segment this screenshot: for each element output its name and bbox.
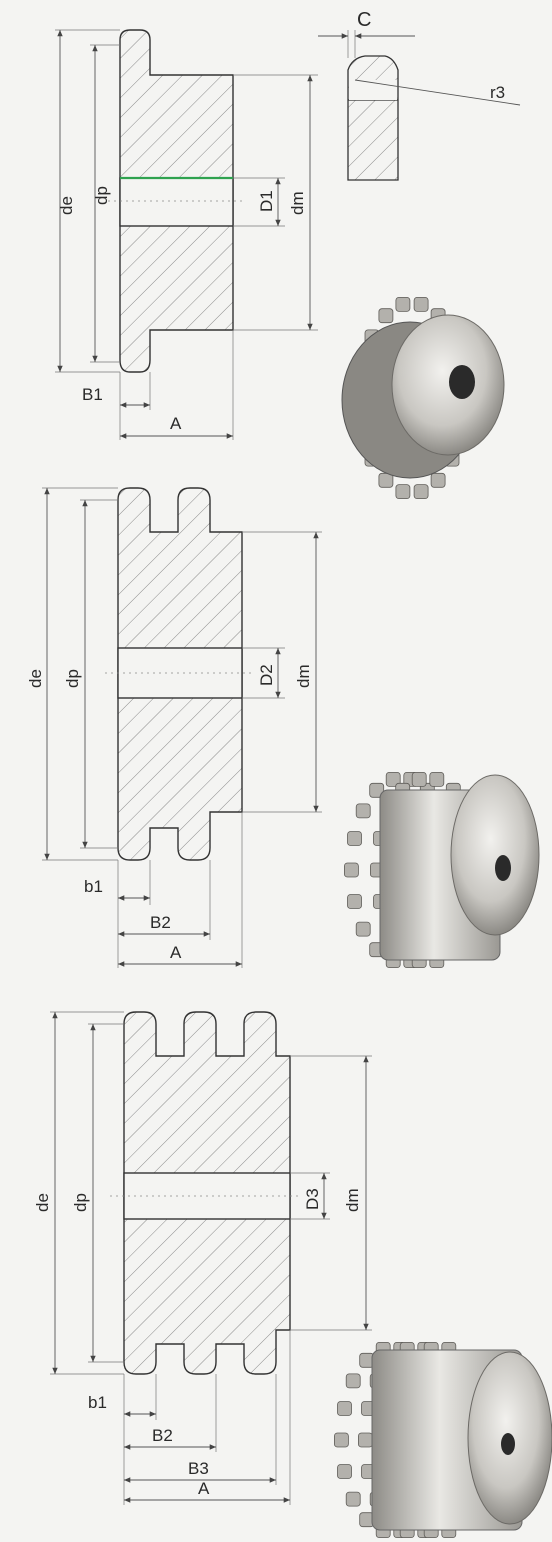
label-b1: b1 (88, 1393, 107, 1412)
gear-tooth (369, 782, 385, 798)
gear-tooth (385, 772, 401, 787)
gear-tooth (395, 296, 411, 312)
single-sprocket-photo (341, 296, 505, 500)
label-a: A (170, 943, 182, 962)
double-sprocket-section: de dp D2 dm b1 B2 A (26, 487, 322, 968)
gear-tooth (395, 484, 411, 500)
gear-tooth (357, 1432, 373, 1448)
gear-tooth (429, 772, 445, 787)
gear-tooth (355, 803, 371, 819)
gear-tooth (413, 484, 429, 500)
label-a: A (170, 414, 182, 433)
label-de: de (26, 669, 45, 688)
gear-tooth (347, 831, 362, 846)
label-b3: B3 (188, 1459, 209, 1478)
label-b1: B1 (82, 385, 103, 404)
gear-tooth (378, 308, 394, 324)
label-b1: b1 (84, 877, 103, 896)
label-de: de (33, 1193, 52, 1212)
gear-tooth (378, 472, 394, 488)
label-d2: D2 (257, 664, 276, 686)
label-d1: D1 (257, 190, 276, 212)
label-dp: dp (92, 186, 111, 205)
label-de: de (57, 196, 76, 215)
label-dm: dm (294, 664, 313, 688)
gear-tooth (337, 1401, 352, 1416)
single-sprocket-section: de dp D1 dm B1 A (55, 29, 318, 440)
gear-tooth (413, 296, 429, 312)
triple-sprocket-section: de dp D3 dm b1 B2 B3 A (33, 1011, 372, 1505)
label-dp: dp (71, 1193, 90, 1212)
double-sprocket-photo (343, 772, 540, 968)
tooth-profile-detail: C r3 (318, 9, 521, 181)
gear-tooth (355, 921, 371, 937)
gear-tooth (337, 1464, 352, 1479)
gear-tooth (333, 1432, 349, 1448)
gear-tooth (430, 472, 446, 488)
gear-tooth (347, 894, 362, 909)
label-dp: dp (63, 669, 82, 688)
label-a: A (198, 1479, 210, 1498)
label-dm: dm (343, 1188, 362, 1212)
gear-tooth (411, 772, 427, 787)
triple-sprocket-photo (333, 1342, 552, 1538)
label-b2: B2 (152, 1426, 173, 1445)
gear-tooth (345, 1491, 361, 1507)
label-dm: dm (288, 191, 307, 215)
gear-tooth (345, 1373, 361, 1389)
label-d3: D3 (303, 1188, 322, 1210)
label-r3: r3 (490, 83, 505, 102)
label-b2: B2 (150, 913, 171, 932)
label-c: C (357, 9, 371, 31)
gear-tooth (343, 862, 359, 878)
